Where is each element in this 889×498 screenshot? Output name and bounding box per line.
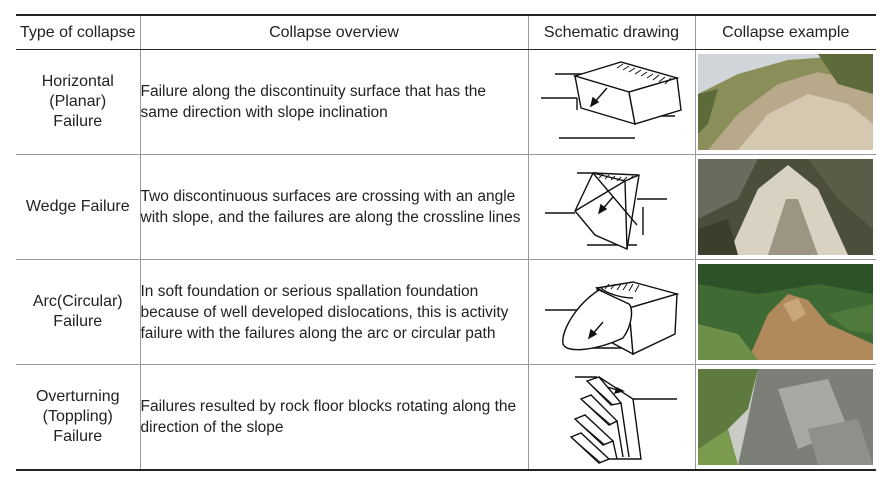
photo-cell [694,49,876,155]
sketch-cell [527,49,696,155]
photo-cell [694,259,876,365]
type-label-line: Failure [53,428,103,445]
type-label-line: (Planar) [49,93,107,110]
type-label-line: (Toppling) [42,408,113,425]
type-label-line: Wedge Failure [25,198,130,215]
header-example: Collapse example [694,14,876,50]
circular-failure-sketch-icon [544,281,680,356]
header-row: Type of collapse Collapse overview Schem… [16,14,876,50]
type-label-line: Overturning [35,388,120,405]
table-row: Arc(Circular) Failure In soft foundation… [16,259,876,365]
wedge-slope-photo-icon [698,159,874,255]
planar-failure-sketch-icon [540,61,682,139]
sketch-cell [527,154,696,260]
overview-cell: Two discontinuous surfaces are crossing … [139,154,529,260]
overview-cell: In soft foundation or serious spallation… [139,259,529,365]
overview-cell: Failures resulted by rock floor blocks r… [139,364,529,471]
table-row: Wedge Failure Two discontinuous surfaces… [16,154,876,260]
type-label-line: Horizontal [41,73,114,90]
header-overview: Collapse overview [139,14,529,50]
type-label-line: Failure [53,113,103,130]
type-label-line: Failure [53,313,103,330]
photo-cell [694,364,876,471]
table-row: Overturning (Toppling) Failure Failures … [16,364,876,471]
toppling-failure-sketch-icon [569,376,677,464]
type-cell: Horizontal (Planar) Failure [16,49,141,155]
sketch-cell [527,364,696,471]
sketch-cell [527,259,696,365]
table-row: Horizontal (Planar) Failure Failure alon… [16,49,876,155]
type-cell: Wedge Failure [16,154,141,260]
type-label-line: Arc(Circular) [32,293,123,310]
wedge-failure-sketch-icon [544,172,667,251]
overview-cell: Failure along the discontinuity surface … [139,49,529,155]
rock-face-photo-icon [698,369,874,465]
photo-cell [694,154,876,260]
landslide-photo-icon [698,264,874,360]
collapse-types-table: Type of collapse Collapse overview Schem… [16,14,876,471]
header-schematic: Schematic drawing [527,14,696,50]
type-cell: Overturning (Toppling) Failure [16,364,141,471]
header-type: Type of collapse [16,14,141,50]
rocky-slope-photo-icon [698,54,874,150]
type-cell: Arc(Circular) Failure [16,259,141,365]
